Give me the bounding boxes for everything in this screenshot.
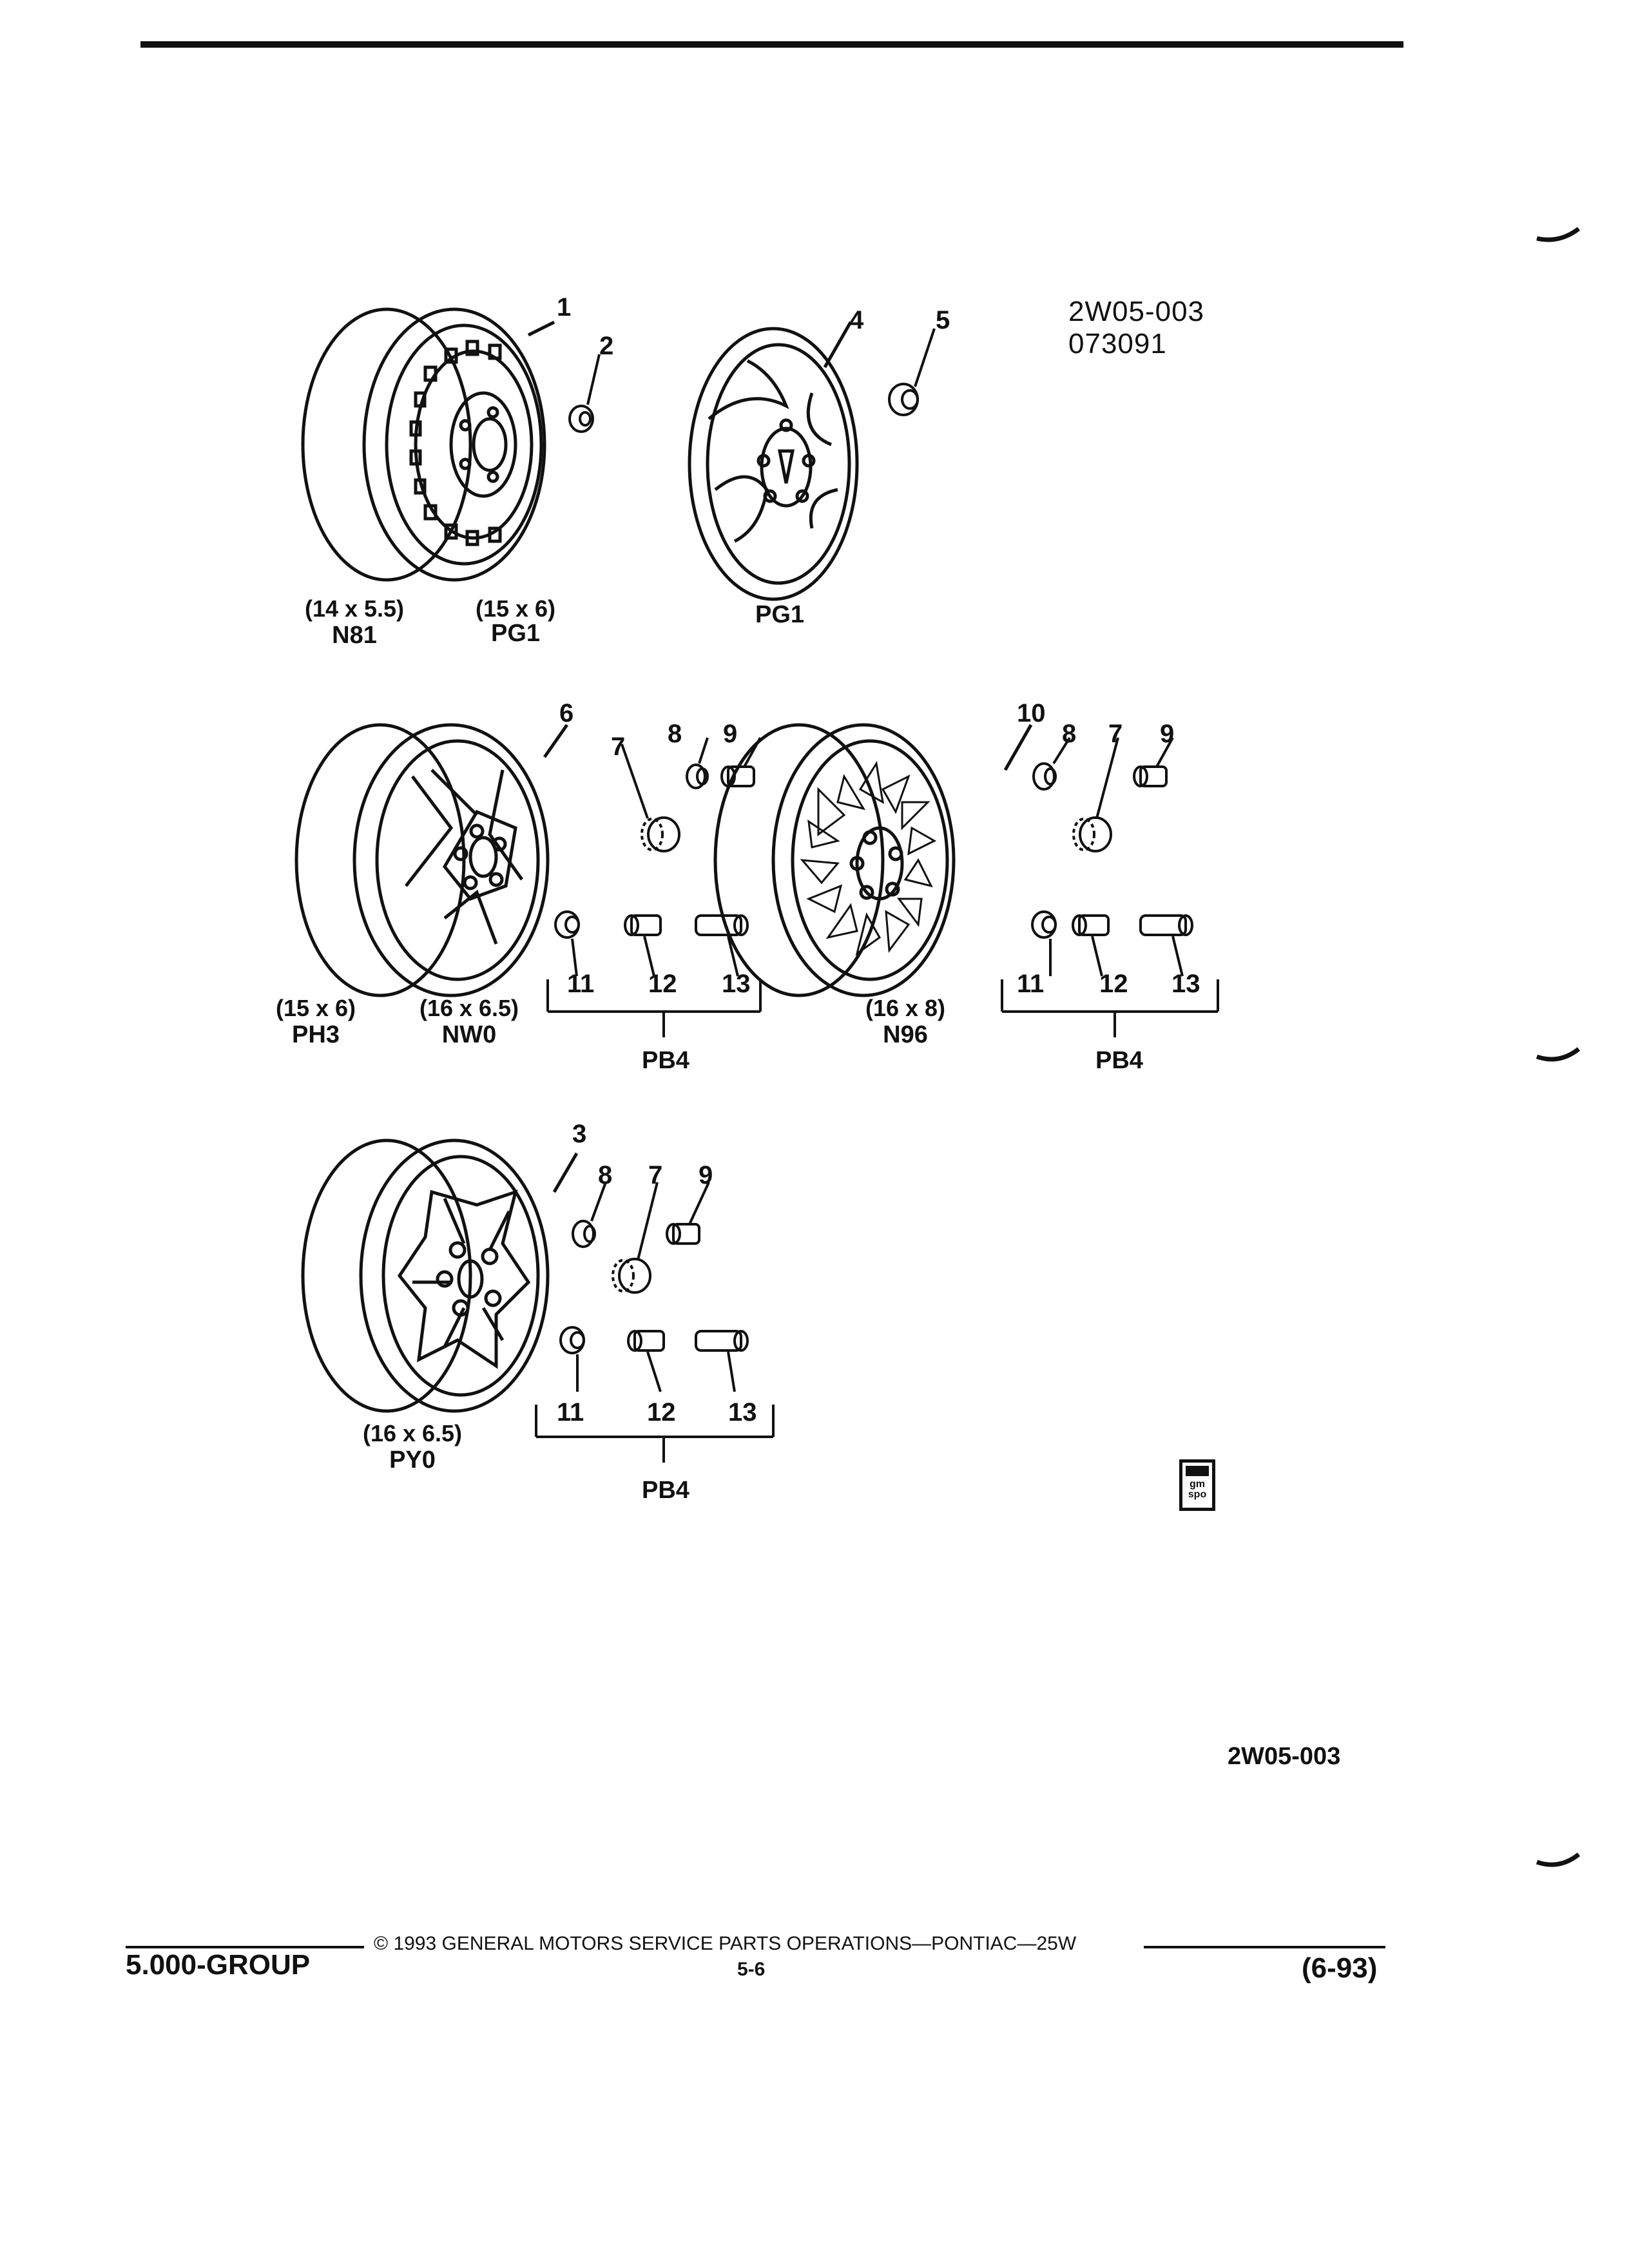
aluminum-wheels-and-locks-illustration <box>294 723 1193 997</box>
footer-figure-ref: 2W05-003 <box>1228 1743 1341 1770</box>
steel-wheel-and-cover-illustration <box>301 307 936 601</box>
wheel-size-nw0: (16 x 6.5) <box>419 995 519 1021</box>
badge-line-2: spo <box>1188 1489 1207 1500</box>
callout-part-7-left: 7 <box>611 733 626 761</box>
option-code-pg1-cover: PG1 <box>755 601 805 628</box>
callout-part-12-left: 12 <box>648 970 677 998</box>
top-rule <box>140 41 1403 48</box>
callout-part-6: 6 <box>559 699 574 727</box>
margin-tick-1 <box>1536 227 1581 242</box>
callout-part-13-wheel3: 13 <box>728 1398 757 1427</box>
aluminum-wheel-3-illustration <box>301 1139 749 1413</box>
callout-part-8-right: 8 <box>1062 720 1077 748</box>
callout-part-13-right: 13 <box>1171 970 1200 998</box>
footer-copyright: © 1993 GENERAL MOTORS SERVICE PARTS OPER… <box>374 1933 1077 1954</box>
option-code-n96: N96 <box>883 1021 928 1048</box>
callout-part-11-wheel3: 11 <box>557 1398 584 1427</box>
option-code-n81: N81 <box>332 622 377 649</box>
option-code-pg1: PG1 <box>490 620 541 647</box>
callout-part-2: 2 <box>599 332 614 360</box>
callout-part-9-left: 9 <box>723 720 738 748</box>
aluminum-wheel-3-drawing <box>301 1139 579 1413</box>
footer-group: 5.000-GROUP <box>126 1949 311 1981</box>
figure-date-code: 073091 <box>1068 328 1167 360</box>
group-pb4-wheel3: PB4 <box>642 1477 689 1504</box>
footer-revision-date: (6-93) <box>1302 1952 1378 1984</box>
callout-part-8-left: 8 <box>668 720 682 748</box>
steel-wheel-drawing <box>301 307 555 582</box>
wheel-3-hardware-drawing <box>559 1182 749 1392</box>
option-code-py0: PY0 <box>389 1446 436 1474</box>
callout-part-12-right: 12 <box>1099 970 1128 998</box>
wheel-size-py0: (16 x 6.5) <box>362 1420 463 1446</box>
option-code-nw0: NW0 <box>441 1021 497 1048</box>
center-cap-5-drawing <box>888 328 936 416</box>
margin-tick-2 <box>1536 1047 1581 1062</box>
group-pb4-left: PB4 <box>642 1047 689 1074</box>
pb4-bracket-left <box>546 979 762 1037</box>
callout-part-10: 10 <box>1017 699 1046 727</box>
left-hardware-drawing <box>554 737 762 977</box>
callout-part-5: 5 <box>936 306 950 334</box>
aluminum-wheel-10-drawing <box>713 723 1033 997</box>
aluminum-wheel-6-drawing <box>294 723 569 997</box>
wheel-size-n81: (14 x 5.5) <box>304 595 405 622</box>
callout-part-3: 3 <box>572 1120 587 1148</box>
callout-part-11-right: 11 <box>1017 970 1045 998</box>
lug-nut-2-drawing <box>568 354 601 433</box>
callout-part-8-wheel3: 8 <box>598 1161 613 1189</box>
wheel-size-pg1: (15 x 6) <box>475 595 556 622</box>
callout-part-12-wheel3: 12 <box>647 1398 676 1427</box>
footer-page-number: 5-6 <box>737 1959 766 1980</box>
callout-part-11-left: 11 <box>567 970 595 998</box>
callout-part-1: 1 <box>557 293 572 322</box>
callout-part-7-right: 7 <box>1108 720 1123 748</box>
callout-part-9-wheel3: 9 <box>699 1161 713 1189</box>
gm-spo-badge: gm spo <box>1179 1459 1215 1511</box>
pb4-bracket-wheel3 <box>535 1405 775 1463</box>
callout-part-9-right: 9 <box>1160 720 1175 748</box>
badge-bar <box>1186 1466 1209 1476</box>
group-pb4-right: PB4 <box>1095 1047 1143 1074</box>
option-code-ph3: PH3 <box>292 1021 340 1048</box>
wheel-size-n96: (16 x 8) <box>865 995 946 1021</box>
pb4-bracket-right <box>1001 979 1219 1037</box>
figure-id: 2W05-003 <box>1068 296 1205 327</box>
callout-part-13-left: 13 <box>722 970 751 998</box>
footer-rule-left <box>126 1946 364 1948</box>
margin-tick-3 <box>1536 1852 1581 1867</box>
badge-line-1: gm <box>1190 1479 1205 1490</box>
wheel-cover-drawing <box>688 321 859 601</box>
right-hardware-drawing <box>1031 736 1193 977</box>
callout-part-4: 4 <box>849 306 864 334</box>
callout-part-7-wheel3: 7 <box>648 1161 663 1189</box>
footer-rule-right <box>1144 1946 1385 1948</box>
wheel-size-ph3: (15 x 6) <box>275 995 356 1021</box>
